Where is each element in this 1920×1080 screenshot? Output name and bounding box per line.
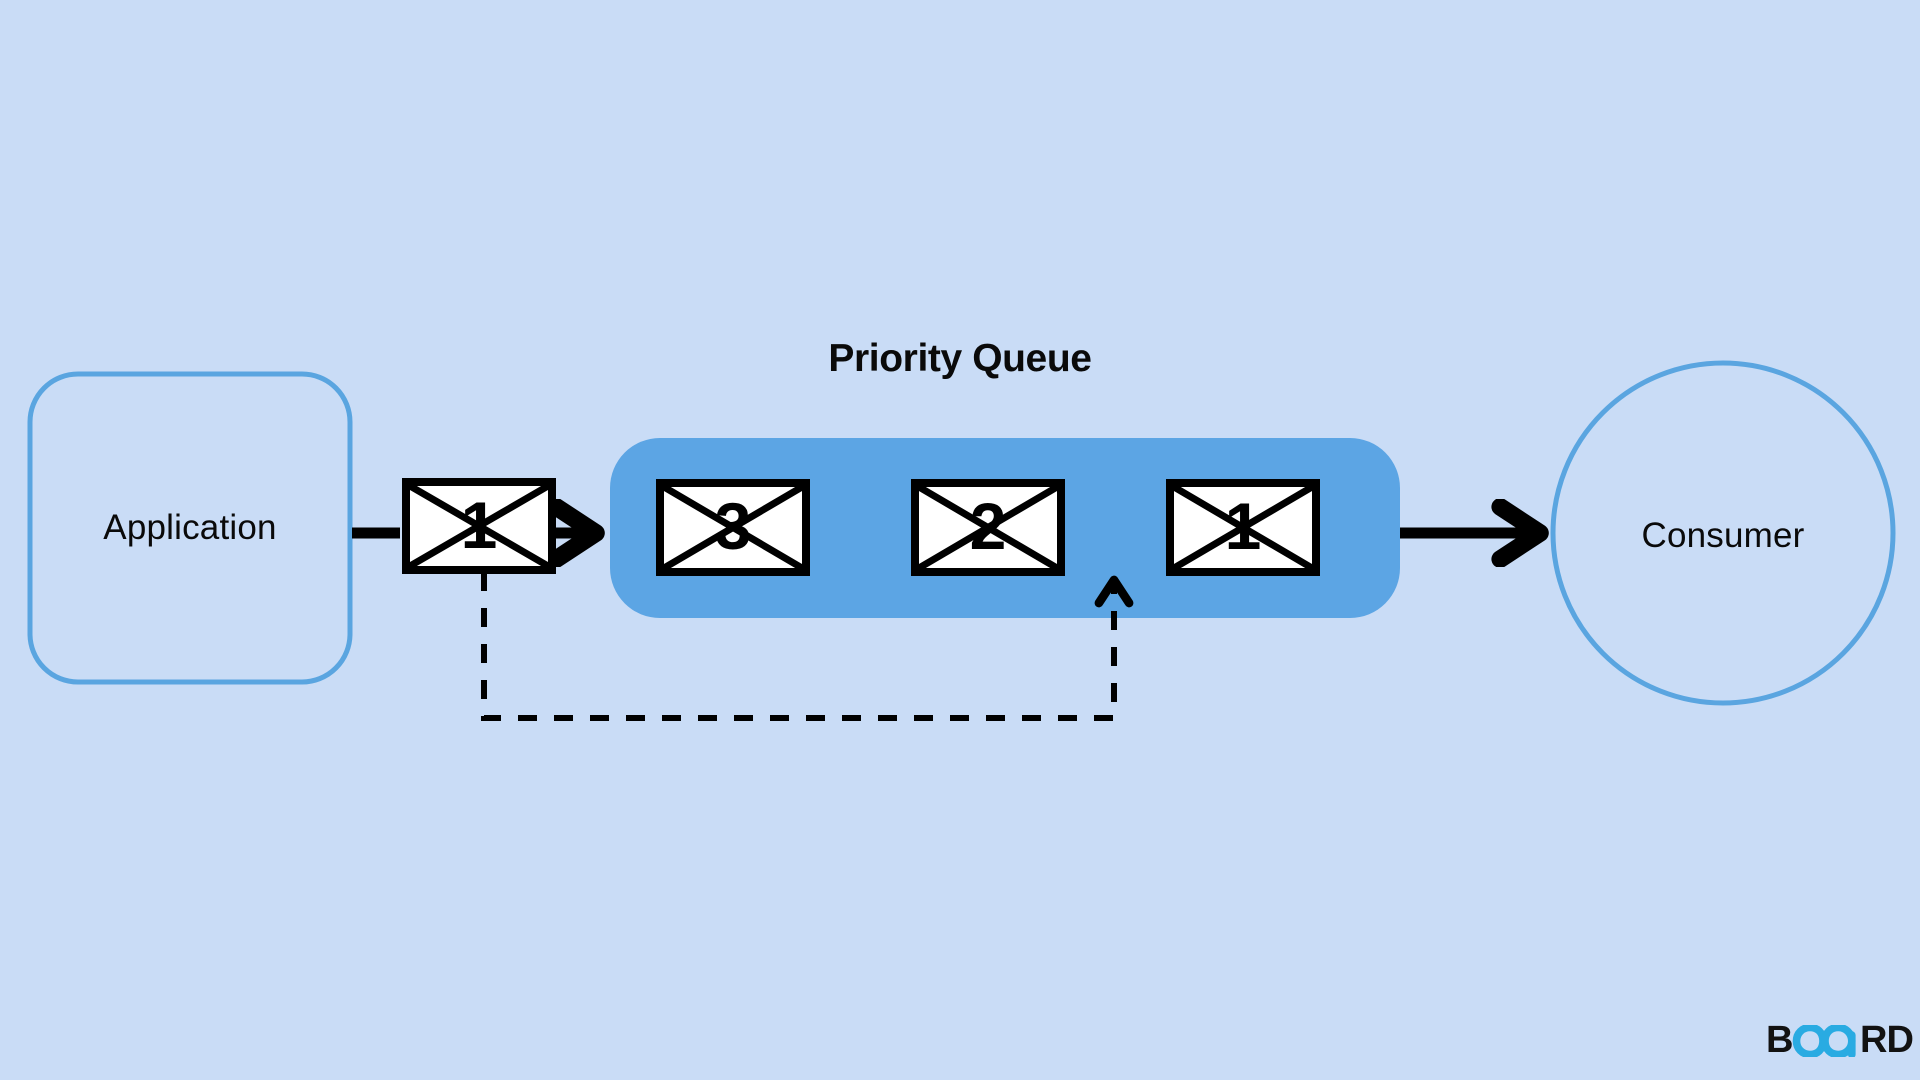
logo-text-left: B: [1766, 1019, 1793, 1061]
infinity-icon: [1792, 1025, 1856, 1057]
connector-message-insert-path: [481, 572, 1134, 721]
application-box[interactable]: [27, 371, 353, 685]
node-application[interactable]: [27, 371, 353, 685]
envelope-icon-queue-2[interactable]: [911, 479, 1065, 576]
page-title: Priority Queue: [828, 337, 1092, 380]
envelope-icon-queue-3[interactable]: [1166, 479, 1320, 576]
consumer-label: Consumer: [1641, 516, 1805, 555]
envelope-flap-lines: [1172, 483, 1314, 572]
envelope-flap-lines: [408, 482, 550, 570]
application-label: Application: [103, 508, 277, 547]
consumer-circle[interactable]: [1550, 360, 1896, 706]
envelope-icon-queue-1[interactable]: [656, 479, 810, 576]
board-logo[interactable]: B RD: [1766, 1018, 1914, 1064]
node-consumer[interactable]: [1550, 360, 1896, 706]
logo-text-right: RD: [1860, 1019, 1914, 1061]
envelope-flap-lines: [662, 483, 804, 572]
envelope-flap-lines: [917, 483, 1059, 572]
envelope-icon-incoming[interactable]: [402, 478, 556, 574]
